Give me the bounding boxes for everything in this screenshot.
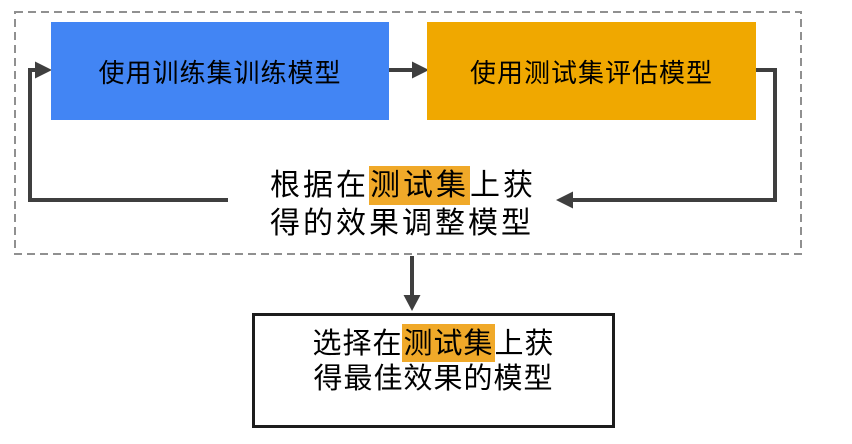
test-set-highlight: 测试集 — [402, 324, 495, 362]
adjust-note-line-2: 得的效果调整模型 — [270, 206, 534, 241]
test-set-highlight: 测试集 — [369, 166, 470, 205]
select-box-line-2: 得最佳效果的模型 — [313, 361, 554, 395]
adjust-note-text-before: 根据在 — [270, 168, 369, 203]
loop-to-select-arrowhead — [403, 295, 421, 311]
evaluate-step-box: 使用测试集评估模型 — [427, 22, 756, 120]
train-to-eval-arrowhead — [412, 61, 429, 79]
dashed-loop-border — [14, 11, 802, 255]
select-box-text-before: 选择在 — [312, 326, 403, 360]
select-box-line-1: 选择在测试集上获 — [255, 324, 612, 362]
adjust-note: 根据在测试集上获 得的效果调整模型 — [270, 166, 536, 243]
adjust-note-text-after: 上获 — [470, 168, 536, 203]
adjust-to-train-path — [28, 68, 228, 202]
train-step-label: 使用训练集训练模型 — [98, 58, 342, 89]
adjust-to-train-arrowhead — [35, 61, 52, 79]
eval-to-adjust-path — [571, 68, 777, 202]
eval-to-adjust-arrowhead — [556, 191, 573, 209]
adjust-note-line-1: 根据在测试集上获 — [270, 166, 536, 205]
train-step-box: 使用训练集训练模型 — [51, 22, 389, 120]
select-box-text-after: 上获 — [494, 326, 555, 360]
select-model-box: 选择在测试集上获 得最佳效果的模型 — [252, 313, 615, 428]
evaluate-step-label: 使用测试集评估模型 — [469, 58, 713, 89]
